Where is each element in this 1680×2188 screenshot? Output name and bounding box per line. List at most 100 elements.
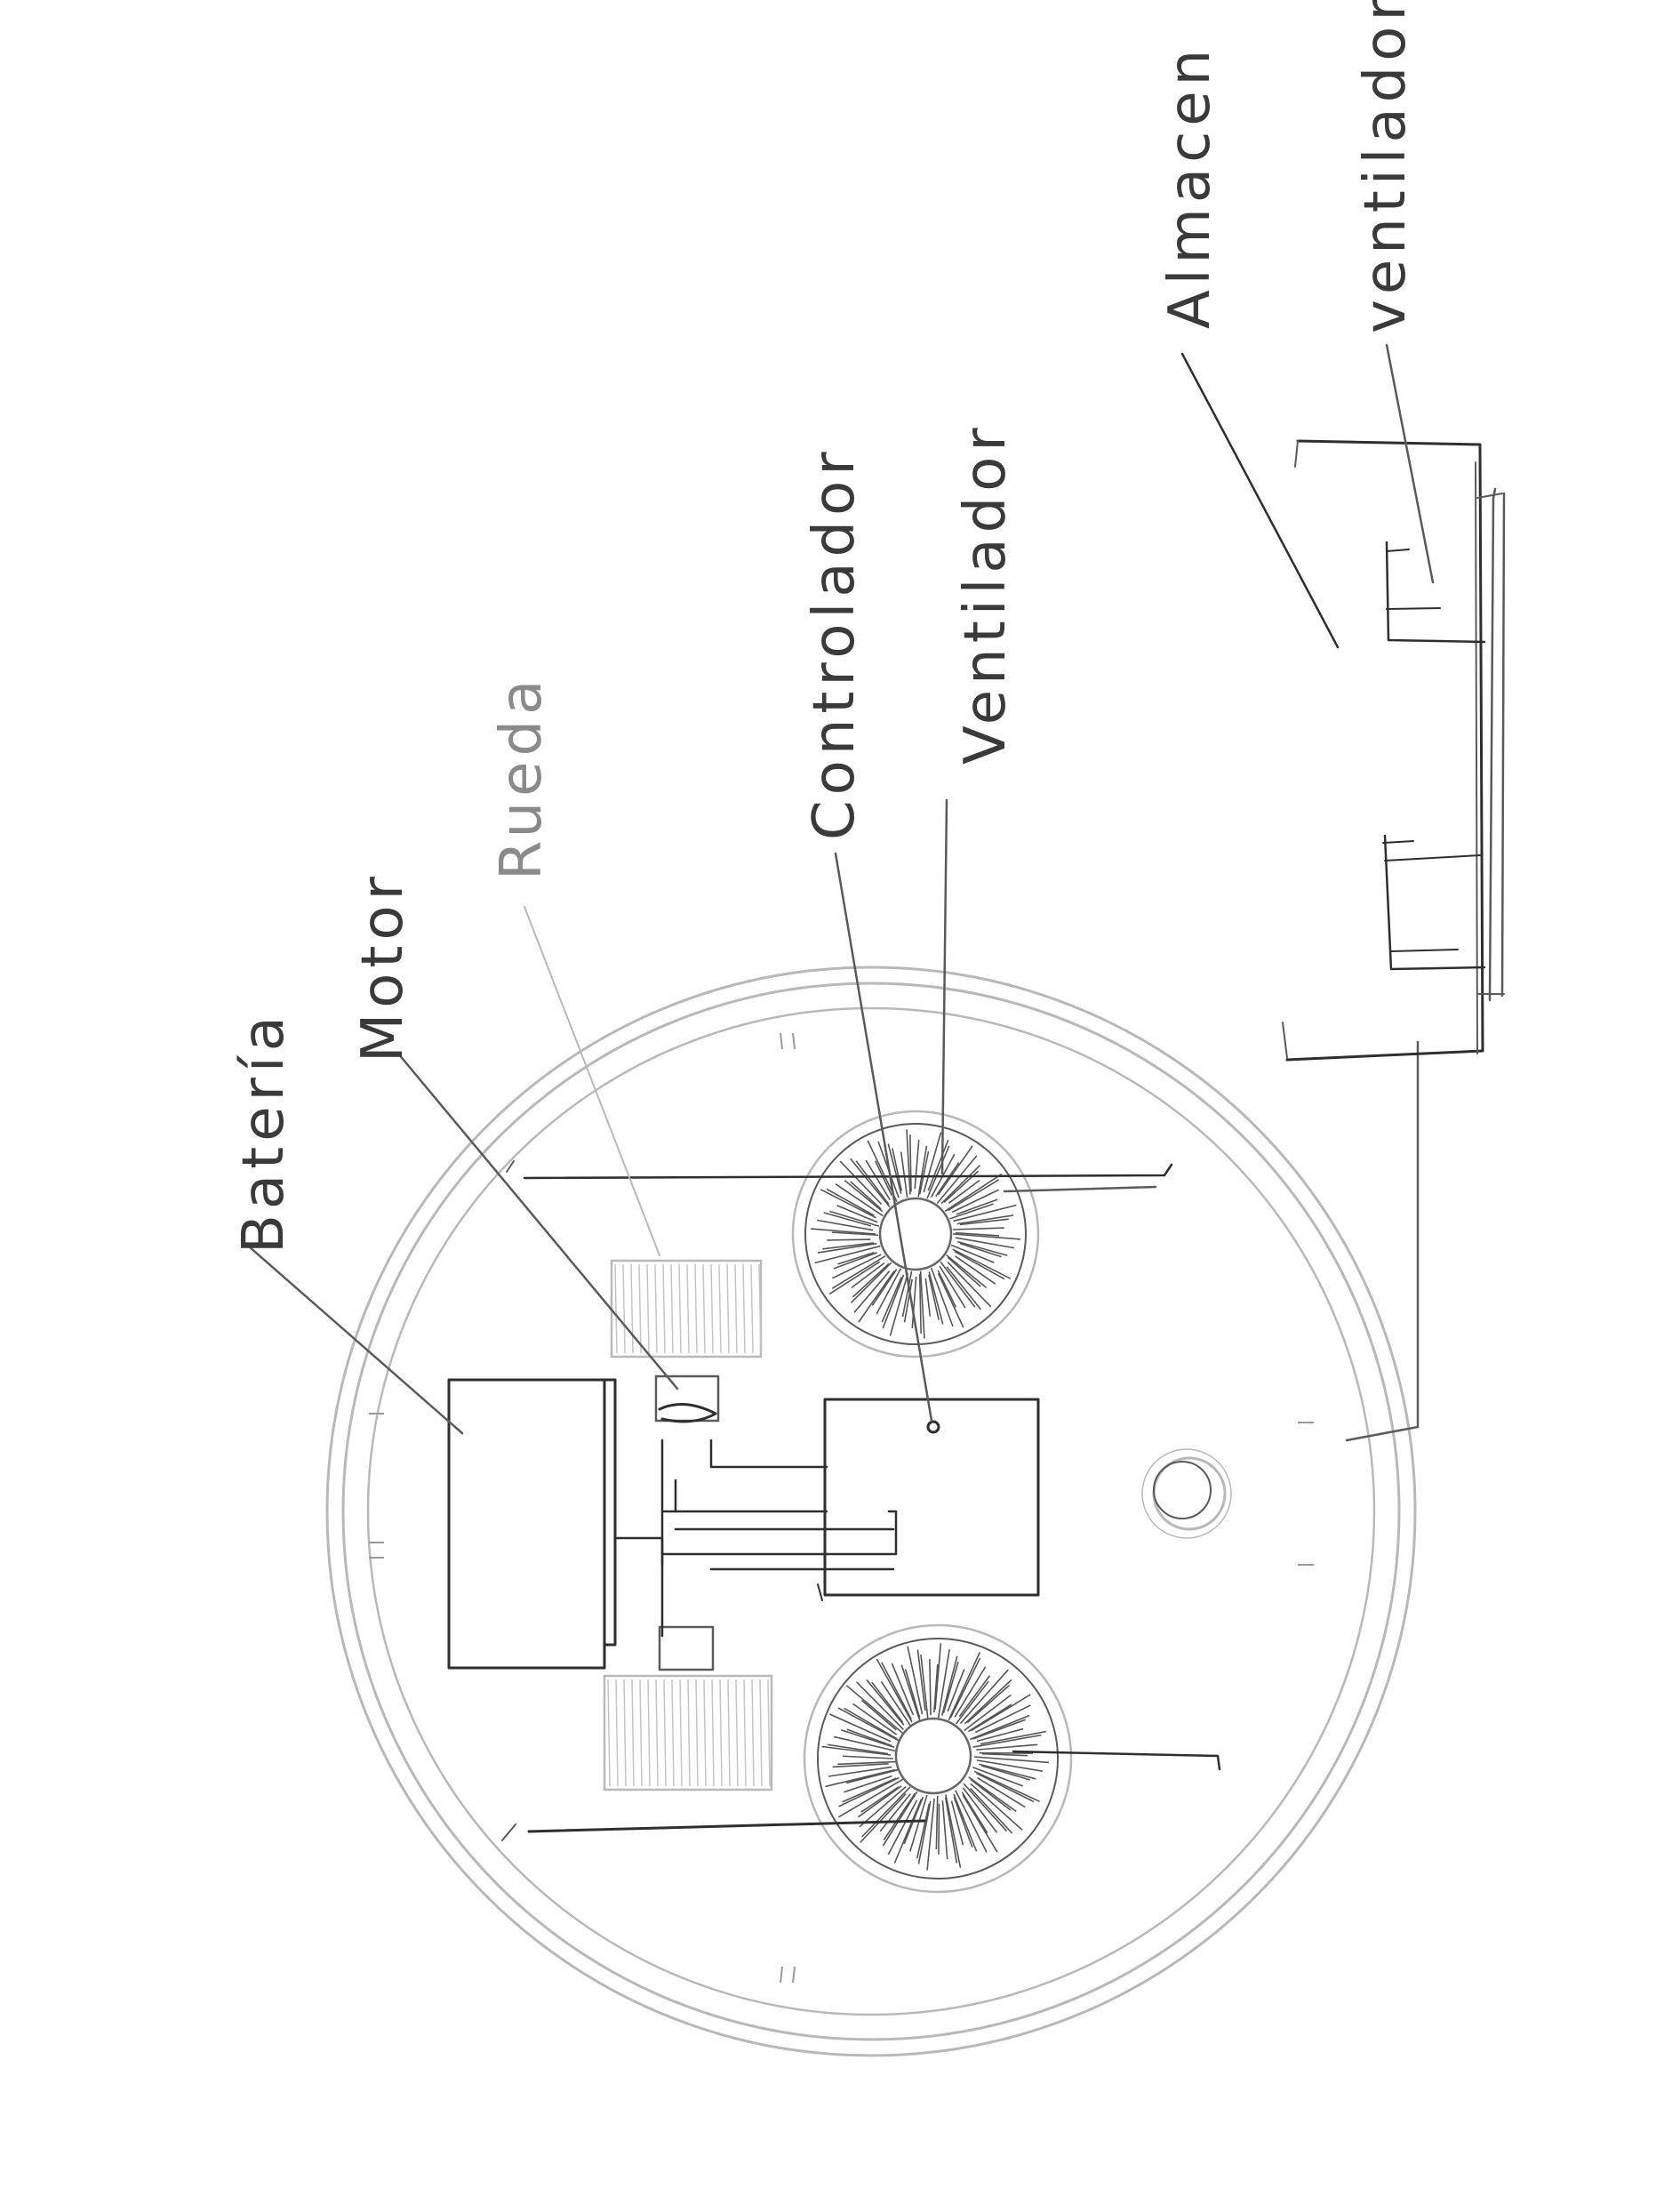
fan-bristle (944, 1797, 958, 1863)
wheel-hatch (694, 1263, 698, 1354)
fan-bristle (966, 1684, 1011, 1723)
fan-bristle (953, 1796, 973, 1848)
wheel-hatch (630, 1263, 634, 1354)
wheel-hatch (622, 1263, 626, 1354)
wheel-hatch (623, 1679, 627, 1787)
fan-bristle (882, 1274, 905, 1329)
fan-bristle (955, 1237, 1015, 1249)
fan-bristle (844, 1707, 898, 1740)
fan-bristle (945, 1794, 962, 1868)
robot-body (325, 966, 1417, 2057)
fan-bristle (918, 1150, 930, 1195)
fan-bristle (973, 1756, 1049, 1764)
fan-bristle (935, 1162, 960, 1198)
fan-bristle (850, 1158, 891, 1208)
sensor-circle (1141, 1448, 1232, 1539)
fan-bristle (980, 1765, 1031, 1781)
wheel-hatch (758, 1263, 762, 1354)
fan-bristle (948, 1179, 980, 1204)
fan-bristle (953, 1793, 978, 1852)
wheel-hatch (655, 1679, 659, 1787)
wheel-hatch (654, 1263, 658, 1354)
fan-bristle (972, 1734, 1042, 1748)
fan-bristle (874, 1160, 892, 1196)
fan-bristle (926, 1798, 935, 1871)
wheel-hatch (759, 1679, 763, 1787)
wheel-hatch (719, 1679, 723, 1787)
fan-bristle (876, 1658, 913, 1723)
fan-bristle (917, 1800, 932, 1864)
wheel-hatch (679, 1679, 683, 1787)
fan-bristle (974, 1704, 1031, 1734)
wheel-hatch (718, 1263, 722, 1354)
fan-bristle (850, 1181, 882, 1210)
fan-bristle (861, 1786, 911, 1838)
fan-bristle (946, 1254, 988, 1289)
fan-bristle (954, 1250, 1005, 1280)
fan-bristle (853, 1270, 891, 1313)
fan-bristle (856, 1681, 904, 1730)
wheel-hatch (703, 1679, 707, 1787)
fan-bristle (918, 1273, 922, 1334)
fan-bristle (876, 1268, 902, 1315)
fan-bristle (938, 1803, 940, 1855)
label-rueda: Rueda (489, 675, 555, 880)
fan-bristle (828, 1766, 892, 1777)
fan-bristle (860, 1793, 907, 1843)
fan-bristle (979, 1763, 1036, 1780)
fan-bristle (827, 1238, 871, 1241)
fan-bristle (937, 1272, 964, 1328)
rim-ticks (369, 1032, 1314, 1984)
fan-bristle (958, 1675, 991, 1718)
fan-bristle (836, 1205, 878, 1223)
fan-bristle (842, 1755, 894, 1759)
fan-bristle (909, 1134, 912, 1192)
wheel-hatch (751, 1679, 755, 1787)
fan-bristle (835, 1183, 884, 1217)
fan-bristle (967, 1703, 1012, 1733)
wheel-hatch (646, 1263, 650, 1354)
fan-bristle (891, 1663, 915, 1716)
fan-bristle (942, 1661, 959, 1714)
fan-bristle (924, 1278, 932, 1317)
battery-block (447, 1378, 606, 1670)
fan-bristle (822, 1242, 875, 1250)
fan-bristle (900, 1664, 921, 1721)
wheel-top (610, 1259, 763, 1358)
fan-bristle (858, 1270, 895, 1323)
label-controlador: Controlador (802, 446, 868, 840)
fan-bristle (857, 1785, 902, 1818)
fan-bristle (928, 1271, 944, 1325)
fan-bristle (903, 1278, 913, 1323)
fan-bristle (842, 1777, 897, 1803)
fan-bristle (855, 1160, 890, 1206)
fan-bristle (839, 1160, 883, 1205)
fan-bristle (976, 1759, 1044, 1772)
fan-bristle (980, 1730, 1046, 1745)
fan-bristle (950, 1244, 995, 1263)
fan-bristle (955, 1680, 989, 1725)
wheel-hatch (750, 1263, 754, 1354)
fan-bristle (970, 1714, 1030, 1741)
fan-bristle (883, 1792, 916, 1841)
dock-station (1282, 439, 1506, 1062)
fan-bristle (826, 1188, 875, 1216)
fan-bristle (919, 1270, 925, 1339)
wheel-hatch (631, 1679, 635, 1787)
wheel-hatch (727, 1679, 731, 1787)
label-bateria: Batería (231, 1011, 297, 1254)
fan-bristle (927, 1139, 949, 1191)
fan-bristle (947, 1179, 1000, 1212)
wheel-hatch (695, 1679, 699, 1787)
fan-bristle (865, 1159, 891, 1201)
wheel-hatch (638, 1263, 642, 1354)
fan-bristle (844, 1179, 884, 1213)
fan-bristle (828, 1261, 881, 1295)
fan-bristle (852, 1703, 898, 1735)
label-ventilador-side: ventilador (1353, 0, 1419, 333)
fan-bristle (976, 1743, 1038, 1751)
fan-bristle (916, 1649, 926, 1711)
fan-bristle (962, 1794, 998, 1853)
wheel-hatch (671, 1679, 675, 1787)
fan-bristle (936, 1155, 978, 1205)
